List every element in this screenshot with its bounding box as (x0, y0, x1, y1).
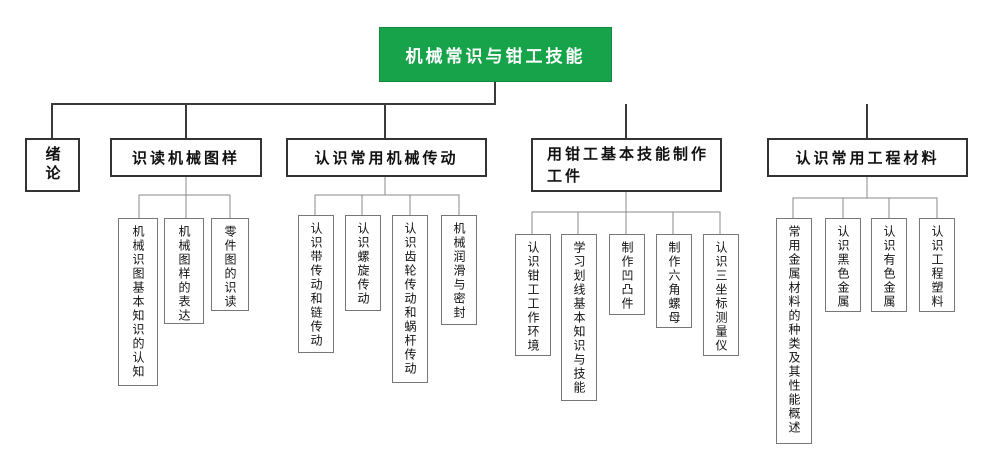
branch-intro: 绪论 (25, 138, 80, 192)
leaf-nonferrous: 认识有色金属 (871, 218, 907, 312)
leaf-drawing-basics: 机械识图基本知识的认知 (118, 218, 158, 386)
leaf-work-environment: 认识钳工工作环境 (515, 234, 551, 356)
leaf-ferrous: 认识黑色金属 (825, 218, 861, 312)
leaf-cmm: 认识三坐标测量仪 (703, 234, 739, 356)
branch-transmission: 认识常用机械传动 (286, 138, 487, 177)
leaf-drawing-expression: 机械图样的表达 (164, 218, 204, 324)
leaf-hex-nut: 制作六角螺母 (656, 234, 692, 328)
branch-materials: 认识常用工程材料 (767, 138, 968, 177)
leaf-part-drawing: 零件图的识读 (211, 218, 249, 311)
leaf-metal-overview: 常用金属材料的种类及其性能概述 (776, 218, 812, 444)
branch-drawing: 识读机械图样 (110, 138, 262, 177)
root-node: 机械常识与钳工技能 (379, 27, 612, 82)
leaf-concave-convex: 制作凹凸件 (609, 234, 645, 315)
leaf-lubrication: 机械润滑与密封 (441, 215, 477, 325)
leaf-belt-chain: 认识带传动和链传动 (298, 215, 334, 353)
leaf-gear-worm: 认识齿轮传动和蜗杆传动 (392, 215, 428, 383)
leaf-plastics: 认识工程塑料 (919, 218, 955, 312)
leaf-screw: 认识螺旋传动 (345, 215, 381, 311)
branch-fitter-skills: 用钳工基本技能制作工件 (531, 138, 722, 192)
leaf-marking-skills: 学习划线基本知识与技能 (561, 234, 597, 401)
